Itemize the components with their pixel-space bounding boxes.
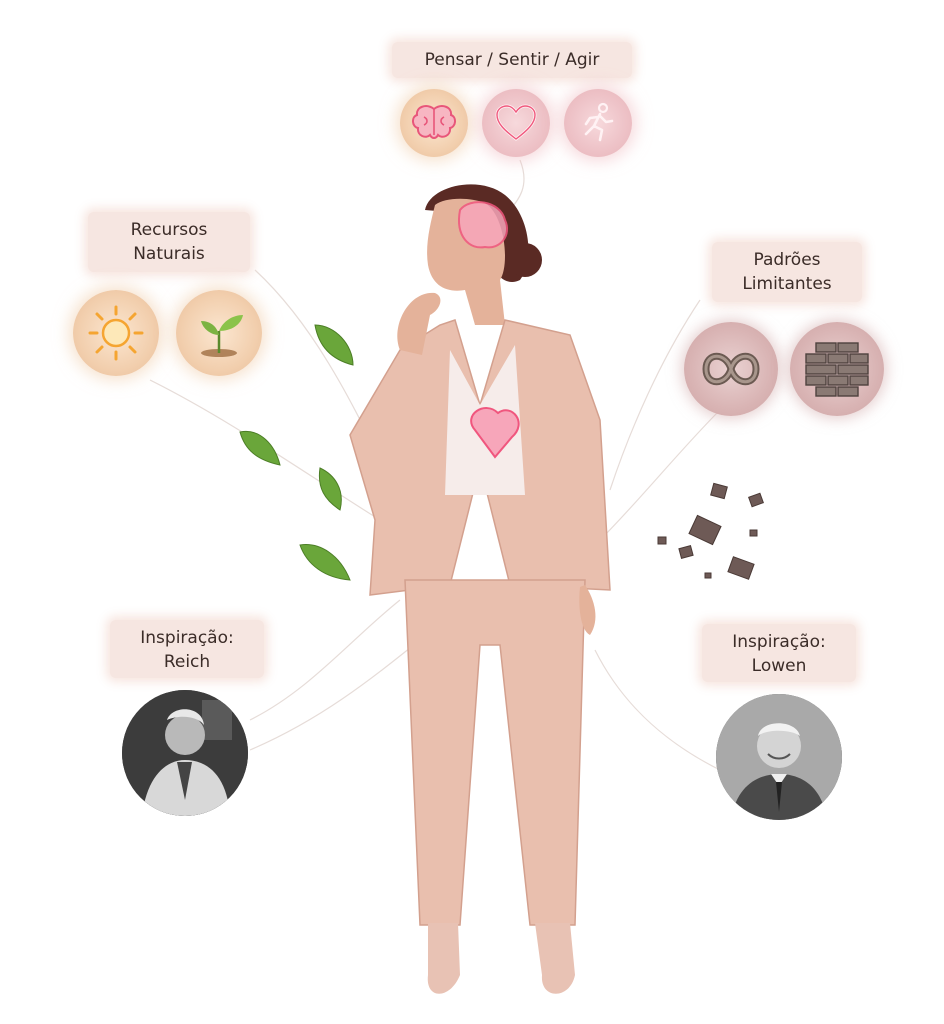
lowen-label: Inspiração: Lowen: [702, 624, 856, 682]
limiting-patterns-label: Padrões Limitantes: [712, 242, 862, 302]
reich-line1: Inspiração:: [140, 628, 234, 648]
sun-icon: [73, 290, 159, 376]
natural-resources-line1: Recursos: [130, 220, 208, 240]
lowen-line2: Lowen: [751, 656, 807, 676]
brick-fragments: [657, 482, 764, 580]
reich-line2: Reich: [163, 652, 211, 672]
woman-figure: [349, 184, 611, 994]
limiting-patterns-line2: Limitantes: [742, 274, 832, 294]
floating-leaves: [239, 324, 354, 581]
lowen-line1: Inspiração:: [732, 632, 826, 652]
sprout-icon: [176, 290, 262, 376]
natural-resources-label: Recursos Naturais: [88, 212, 250, 272]
reich-portrait: [122, 690, 248, 816]
reich-label: Inspiração: Reich: [110, 620, 264, 678]
brick-wall-icon: [790, 322, 884, 416]
knot-icon: [684, 322, 778, 416]
heart-icon: [482, 89, 550, 157]
running-person-icon: [564, 89, 632, 157]
think-feel-act-label: Pensar / Sentir / Agir: [392, 42, 632, 78]
lowen-portrait: [716, 694, 842, 820]
think-feel-act-text: Pensar / Sentir / Agir: [424, 50, 600, 70]
brain-icon: [400, 89, 468, 157]
limiting-patterns-line1: Padrões: [753, 250, 821, 270]
natural-resources-line2: Naturais: [133, 244, 205, 264]
